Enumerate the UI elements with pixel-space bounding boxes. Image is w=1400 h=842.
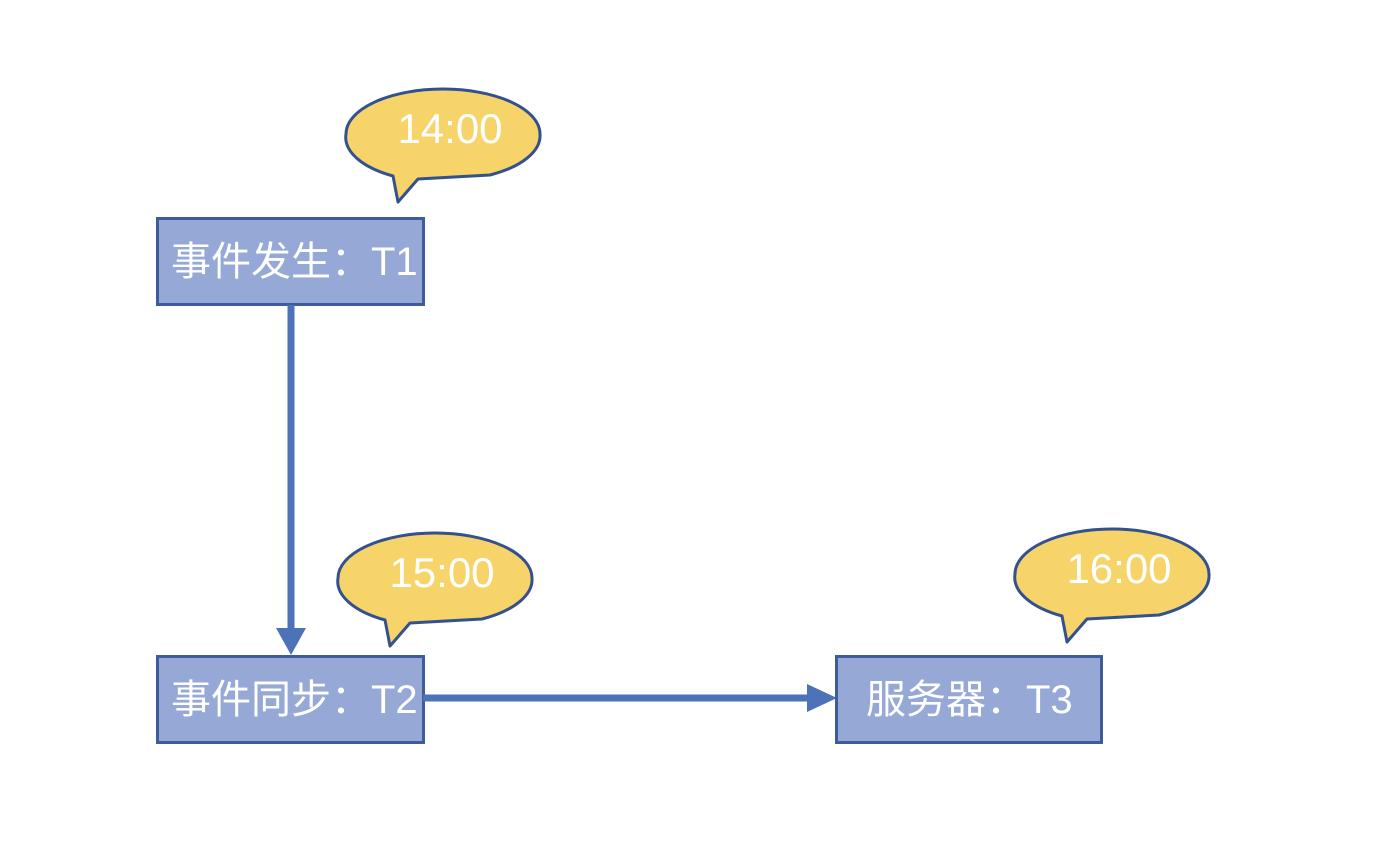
node-box-t3-label: 服务器：T3 — [866, 677, 1073, 722]
speech-bubble-t1[interactable]: 14:00 — [343, 86, 543, 211]
speech-bubble-t2[interactable]: 15:00 — [335, 530, 535, 655]
node-box-t1[interactable]: 事件发生：T1 — [156, 217, 425, 306]
node-box-t3[interactable]: 服务器：T3 — [835, 655, 1103, 744]
node-box-t2-label: 事件同步：T2 — [171, 677, 418, 722]
speech-bubble-t3[interactable]: 16:00 — [1012, 526, 1212, 651]
speech-bubble-shape-icon — [336, 531, 534, 648]
connector-arrow-t2-to-t3[interactable] — [415, 670, 855, 730]
node-box-t2[interactable]: 事件同步：T2 — [156, 655, 425, 744]
speech-bubble-shape-icon — [1013, 527, 1211, 644]
speech-bubble-label: 15:00 — [389, 549, 495, 596]
speech-bubble-shape-icon — [344, 87, 542, 204]
speech-bubble-label: 16:00 — [1066, 545, 1172, 592]
connector-arrow-t1-to-t2[interactable] — [260, 298, 330, 664]
node-box-t1-label: 事件发生：T1 — [171, 239, 418, 284]
speech-bubble-label: 14:00 — [397, 105, 503, 152]
